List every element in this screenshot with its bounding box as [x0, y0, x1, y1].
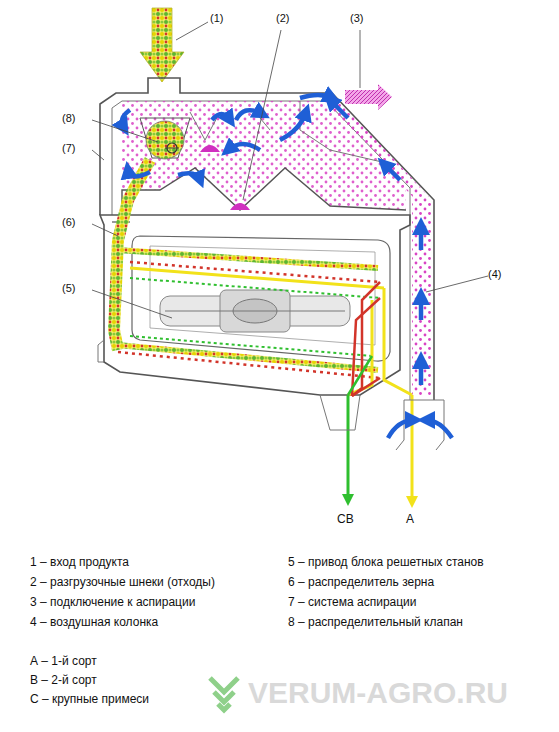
legend-line: 7 – система аспирации — [288, 596, 417, 609]
legend-line: 2 – разгрузочные шнеки (отходы) — [30, 576, 215, 589]
callout-number: (3) — [350, 12, 363, 24]
callout-number: (1) — [210, 12, 223, 24]
legend-line: 8 – распределительный клапан — [288, 616, 463, 629]
legend-line: С – крупные примеси — [30, 693, 149, 706]
callout-number: (7) — [62, 142, 75, 154]
legend-line: В – 2-й сорт — [30, 674, 97, 687]
callout-number: (4) — [488, 268, 501, 280]
callout-number: (6) — [62, 216, 75, 228]
legend-line: 1 – вход продукта — [30, 556, 129, 569]
legend-line: А – 1-й сорт — [30, 655, 97, 668]
callout-number: (5) — [62, 282, 75, 294]
legend-line: 3 – подключение к аспирации — [30, 596, 195, 609]
legend-line: 4 – воздушная колонка — [30, 616, 158, 629]
callout-number: (8) — [62, 112, 75, 124]
legend-line: 6 – распределитель зерна — [288, 576, 434, 589]
callout-number: (2) — [276, 12, 289, 24]
output-label: СВ — [337, 513, 354, 526]
watermark: VERUM-AGRO.RU — [248, 676, 508, 709]
output-label: А — [406, 513, 414, 526]
legend-line: 5 – привод блока решетных станов — [288, 556, 484, 569]
